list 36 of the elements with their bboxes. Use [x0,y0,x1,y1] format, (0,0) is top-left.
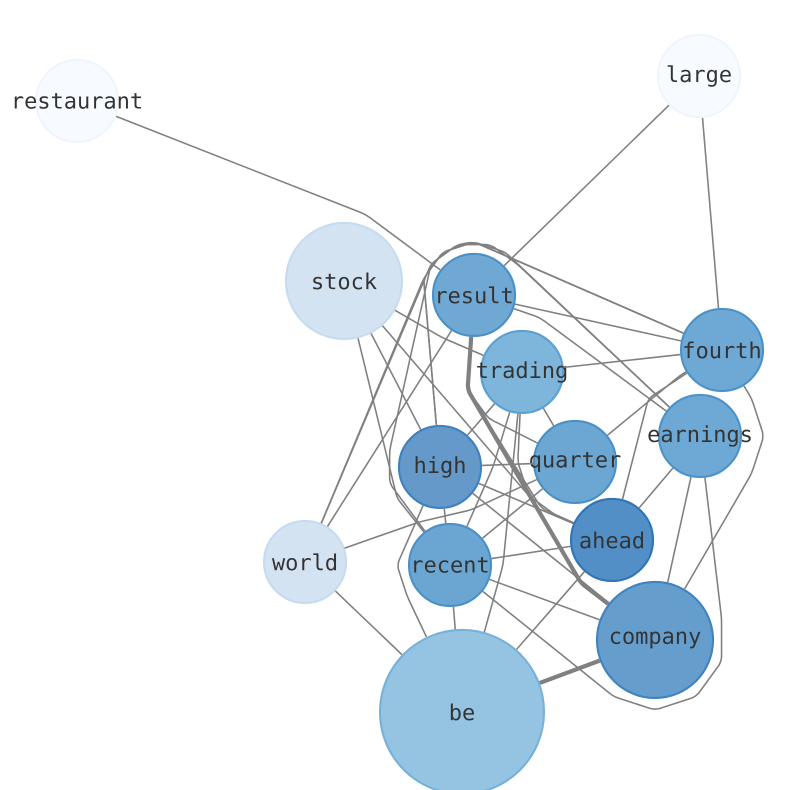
edge-line [504,104,670,266]
edge-line [482,478,722,710]
edge-line [491,546,571,560]
edge-line [326,330,452,527]
edge-line [452,606,456,630]
edge-line [622,372,688,500]
edge-line [516,571,585,650]
edge-line [539,658,600,685]
edge-line [702,118,720,308]
edge-line [472,492,610,604]
edge-line [482,462,534,466]
edge-line [684,385,764,590]
edge-line [443,508,447,524]
edge-line [334,590,402,656]
edge-line [666,476,692,582]
edge-line [517,414,609,605]
edge-line [357,338,425,532]
edge-line [514,303,682,342]
edge-line [514,308,667,412]
edge-line [394,310,484,356]
edge-line [482,488,544,539]
edge-line [489,578,600,620]
edge-line [370,333,422,430]
edge-line [466,403,496,436]
edge-line [542,408,554,426]
edge-line [466,336,610,606]
edge-line [466,412,510,527]
edge-line [344,478,538,549]
edge-line [638,468,674,508]
edge-line [564,354,680,368]
edge-line [397,505,428,638]
edge-line [388,242,684,532]
edge-line [606,371,686,436]
edge-line [116,116,441,271]
edge-line [478,482,574,524]
edge-line [484,414,519,632]
